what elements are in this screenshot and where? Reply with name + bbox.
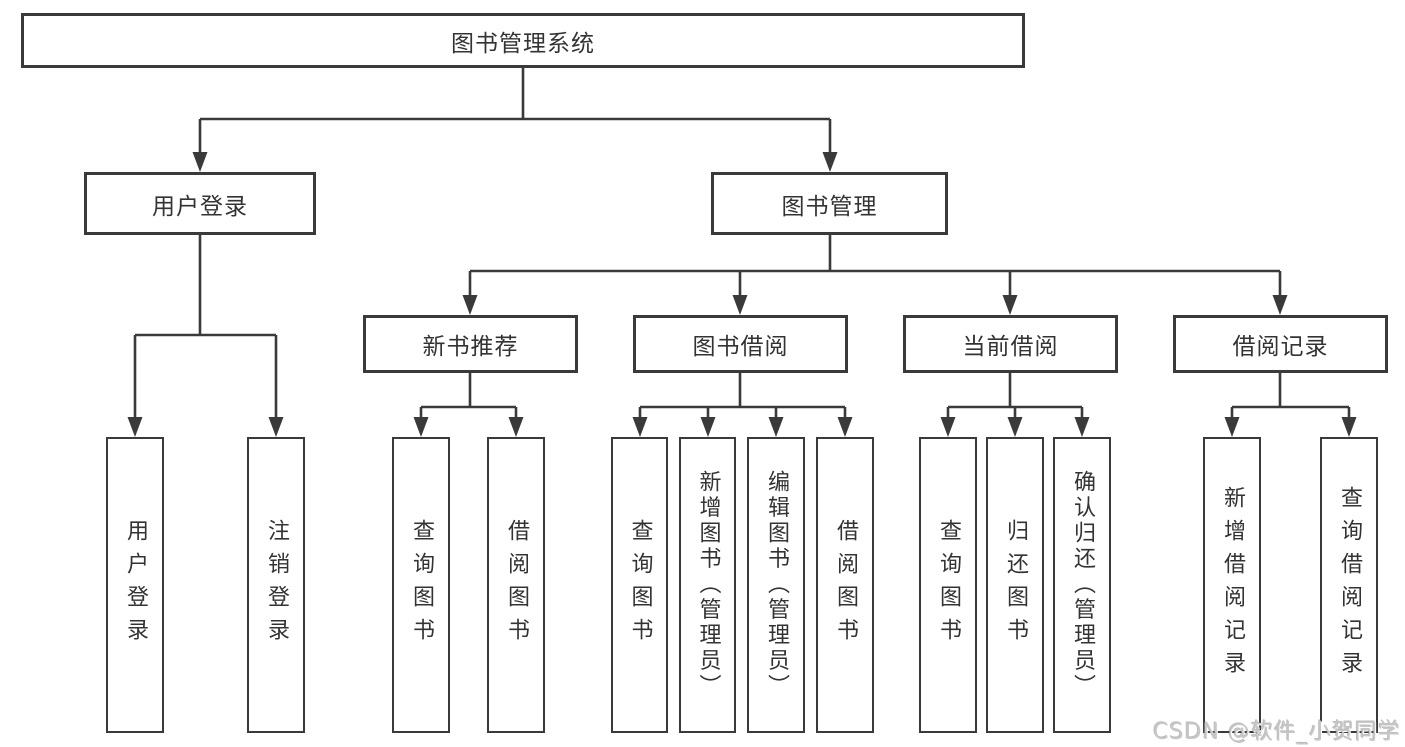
leaf-label: 查询借阅记录: [1337, 486, 1362, 684]
arrow-down-icon: [822, 152, 838, 172]
leaf-query-books-current: 查询图书: [919, 437, 977, 733]
leaf-query-borrow-record: 查询借阅记录: [1320, 437, 1378, 733]
leaf-label: 确认归还（管理员）: [1070, 470, 1095, 700]
leaf-query-books-recommend: 查询图书: [392, 437, 450, 733]
leaf-logout: 注销登录: [247, 437, 305, 733]
node-borrow-records: 借阅记录: [1173, 315, 1388, 373]
leaf-return-books: 归还图书: [986, 437, 1044, 733]
arrow-down-icon: [127, 417, 143, 437]
arrow-down-icon: [1074, 417, 1090, 437]
leaf-add-borrow-record: 新增借阅记录: [1203, 437, 1261, 733]
leaf-label: 注销登录: [264, 519, 289, 651]
node-library-system: 图书管理系统: [21, 13, 1025, 68]
leaf-add-book-admin: 新增图书（管理员）: [679, 437, 736, 733]
node-new-book-recommend: 新书推荐: [363, 315, 578, 373]
leaf-label: 新增借阅记录: [1220, 486, 1245, 684]
leaf-label: 查询图书: [936, 519, 961, 651]
arrow-down-icon: [1007, 417, 1023, 437]
arrow-down-icon: [940, 417, 956, 437]
connector-user-login-branch: [133, 235, 278, 421]
connector-borrow-record-branch: [1230, 373, 1351, 421]
csdn-watermark: CSDN @软件_小贺同学: [1153, 720, 1401, 745]
connector-book-borrow-branch: [638, 373, 847, 421]
leaf-label: 归还图书: [1003, 519, 1028, 651]
arrow-down-icon: [732, 295, 748, 315]
arrow-down-icon: [508, 417, 524, 437]
leaf-borrow-books: 借阅图书: [816, 437, 874, 733]
arrow-down-icon: [700, 417, 716, 437]
leaf-label: 编辑图书（管理员）: [764, 470, 789, 700]
connector-new-book-branch: [419, 373, 518, 421]
arrow-down-icon: [192, 152, 208, 172]
leaf-user-login: 用户登录: [106, 437, 164, 733]
arrow-down-icon: [1272, 295, 1288, 315]
arrow-down-icon: [837, 417, 853, 437]
node-book-borrow: 图书借阅: [633, 315, 848, 373]
arrow-down-icon: [413, 417, 429, 437]
leaf-label: 借阅图书: [504, 519, 529, 651]
connector-root-to-level2: [198, 68, 832, 156]
leaf-label: 用户登录: [123, 519, 148, 651]
connector-book-management-branch: [468, 235, 1282, 299]
arrow-down-icon: [768, 417, 784, 437]
arrow-down-icon: [1224, 417, 1240, 437]
arrowheads: [127, 152, 1357, 437]
arrow-down-icon: [462, 295, 478, 315]
leaf-label: 新增图书（管理员）: [695, 470, 721, 700]
arrow-down-icon: [1341, 417, 1357, 437]
arrow-down-icon: [1002, 295, 1018, 315]
leaf-borrow-books-recommend: 借阅图书: [487, 437, 545, 733]
leaf-query-books-borrow: 查询图书: [611, 437, 668, 733]
node-current-borrow: 当前借阅: [903, 315, 1118, 373]
leaf-label: 查询图书: [409, 519, 434, 651]
node-user-login: 用户登录: [84, 172, 316, 235]
arrow-down-icon: [632, 417, 648, 437]
leaf-confirm-return-admin: 确认归还（管理员）: [1053, 437, 1111, 733]
arrow-down-icon: [268, 417, 284, 437]
leaf-label: 查询图书: [627, 519, 653, 651]
node-book-management: 图书管理: [711, 172, 948, 235]
connector-current-borrow-branch: [946, 373, 1084, 421]
leaf-edit-book-admin: 编辑图书（管理员）: [747, 437, 805, 733]
leaf-label: 借阅图书: [833, 519, 858, 651]
